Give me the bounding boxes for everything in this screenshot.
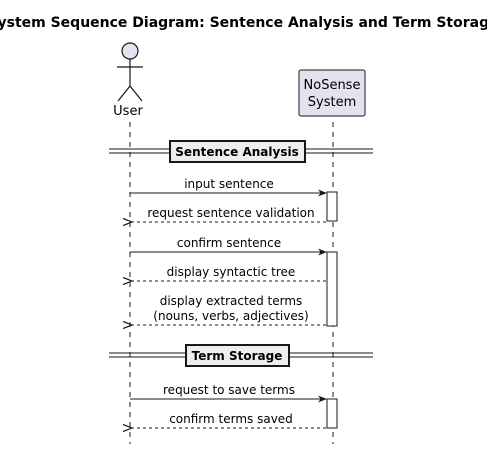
section-label-storage: Term Storage — [192, 349, 283, 363]
system-participant-label-line1: NoSense — [304, 78, 361, 93]
message-label-input-sentence: input sentence — [184, 177, 274, 191]
message-label-confirm-saved: confirm terms saved — [169, 412, 293, 426]
message-label-display-terms-line1: display extracted terms — [160, 294, 303, 308]
message-label-display-tree: display syntactic tree — [167, 265, 296, 279]
section-label-analysis: Sentence Analysis — [175, 145, 298, 159]
system-participant-label-line2: System — [308, 95, 356, 110]
section-divider-analysis — [109, 140, 373, 163]
message-label-display-terms-line2: (nouns, verbs, adjectives) — [153, 309, 308, 323]
diagram-title: System Sequence Diagram: Sentence Analys… — [0, 15, 487, 31]
system-activation-bar-3 — [326, 398, 338, 429]
section-divider-storage — [109, 344, 373, 367]
message-label-request-validation: request sentence validation — [147, 206, 314, 220]
system-participant-box — [298, 69, 366, 117]
message-label-confirm-sentence: confirm sentence — [177, 236, 281, 250]
user-participant-label: User — [113, 104, 143, 119]
message-label-save-terms: request to save terms — [163, 383, 295, 397]
system-activation-bar-1 — [326, 191, 338, 222]
user-actor-icon — [117, 42, 143, 102]
system-activation-bar-2 — [326, 251, 338, 327]
